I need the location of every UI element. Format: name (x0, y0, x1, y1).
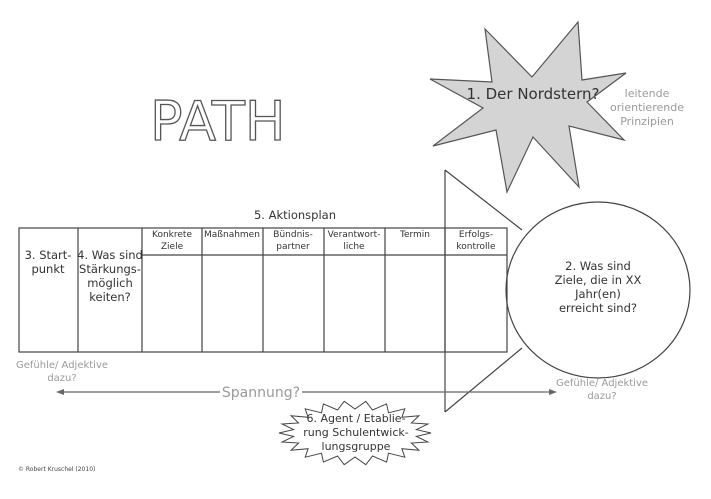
column-header: Ziele (161, 242, 184, 252)
goals-line: 2. Was sind (565, 259, 631, 273)
agent-label: 6. Agent / Etablie- (306, 412, 405, 425)
north-star-note: leitende orientierende Prinzipien (610, 87, 684, 128)
north-star-label: 1. Der Nordstern? (467, 85, 600, 103)
strengths-label: keiten? (89, 290, 131, 304)
action-plan-table (18, 227, 508, 353)
feelings-left: dazu? (47, 373, 76, 384)
note-line: leitende (625, 87, 670, 100)
path-title: PATH (150, 90, 285, 153)
note-line: Prinzipien (620, 115, 674, 128)
column-header: Verantwort- (328, 230, 381, 240)
column-header: Bündnis- (273, 230, 312, 240)
agent-label: lungsgruppe (322, 440, 391, 453)
goals-circle (505, 201, 691, 379)
goals-line: erreicht sind? (559, 301, 637, 315)
tension-label: Spannung? (222, 385, 300, 401)
strengths-label: Stärkungs- (79, 262, 141, 276)
copyright: © Robert Kruschel (2010) (18, 466, 95, 473)
column-header: Maßnahmen (204, 230, 260, 240)
feelings-right: Gefühle/ Adjektive (556, 378, 648, 389)
feelings-left: Gefühle/ Adjektive (16, 360, 108, 371)
strengths-label: möglich (87, 276, 133, 290)
strengths-label: 4. Was sind (77, 248, 143, 262)
agent-burst-shape (278, 400, 432, 466)
column-header: partner (276, 242, 310, 252)
table-headers: Konkrete Ziele Maßnahmen Bündnis- partne… (152, 230, 496, 252)
start-label: 3. Start- (25, 248, 72, 262)
column-header: Termin (399, 230, 430, 240)
column-header: Erfolgs- (459, 230, 493, 240)
goals-line: Jahr(en) (574, 287, 621, 301)
agent-label: rung Schulentwick- (303, 426, 408, 439)
goals-line: Ziele, die in XX (555, 273, 642, 287)
feelings-right: dazu? (587, 391, 616, 402)
note-line: orientierende (610, 101, 684, 114)
column-header: kontrolle (456, 242, 496, 252)
action-plan-title: 5. Aktionsplan (254, 208, 336, 222)
start-label: punkt (31, 262, 65, 276)
goals-label: 2. Was sind Ziele, die in XX Jahr(en) er… (555, 259, 642, 315)
north-star-shape (429, 20, 627, 194)
triangle-shape (444, 169, 523, 413)
column-header: liche (343, 242, 365, 252)
column-header: Konkrete (152, 230, 192, 240)
tension-arrow (56, 389, 557, 395)
